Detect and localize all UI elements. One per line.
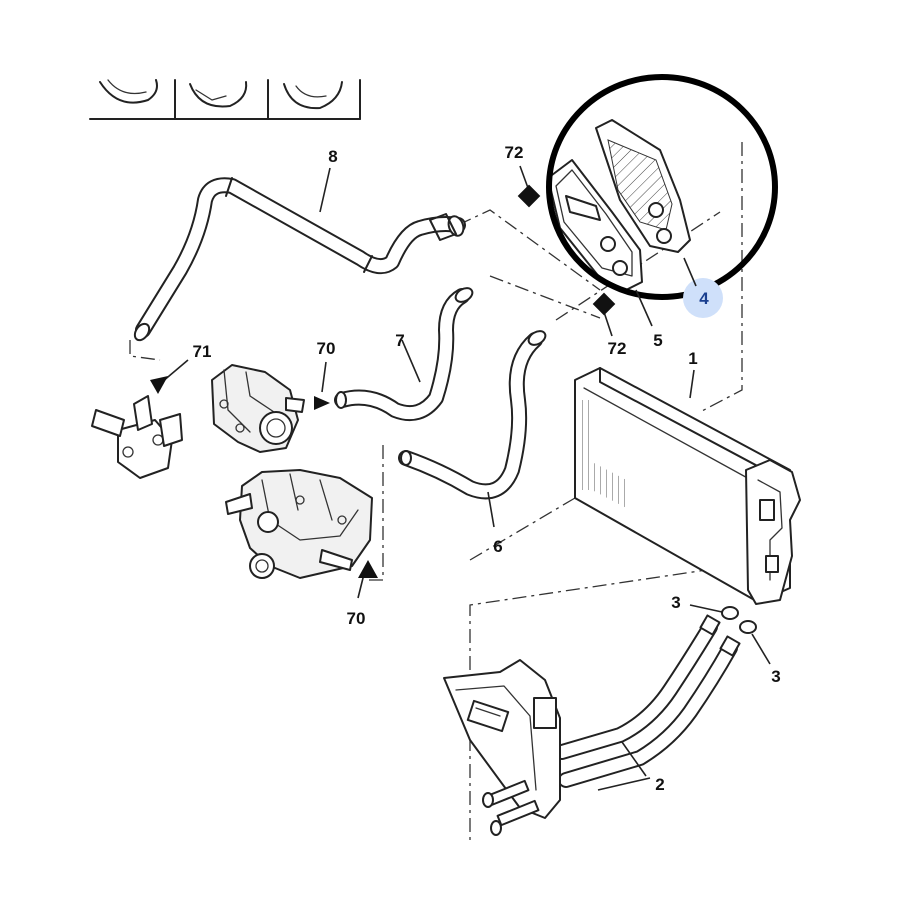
- hose-7: [334, 287, 474, 421]
- label-part-8: 8: [328, 147, 337, 166]
- bolts: [482, 779, 540, 836]
- label-part-1: 1: [688, 349, 697, 368]
- label-part-3-top: 3: [671, 593, 680, 612]
- gasket-5: [547, 159, 643, 291]
- label-part-70-upper: 70: [317, 339, 336, 358]
- label-part-5: 5: [653, 331, 662, 350]
- hose-8: [133, 177, 466, 342]
- label-part-7: 7: [395, 331, 404, 350]
- arrow-70-upper: [314, 396, 330, 410]
- coolant-outlet-71: [91, 395, 183, 479]
- assembly-lines: [129, 142, 743, 840]
- arrow-70-lower: [358, 560, 378, 578]
- arrow-71: [150, 376, 168, 394]
- o-rings-3: [721, 606, 757, 634]
- pipe-assembly-2: [443, 614, 741, 836]
- label-part-72-lower: 72: [608, 339, 627, 358]
- hose-6: [398, 330, 547, 500]
- label-part-4: 4: [699, 289, 709, 308]
- label-4-highlight: [683, 278, 723, 318]
- label-part-70-lower: 70: [347, 609, 366, 628]
- label-part-6: 6: [493, 537, 502, 556]
- engine-housing: [225, 469, 373, 579]
- marker-72-upper: [517, 184, 541, 208]
- label-part-72-upper: 72: [505, 143, 524, 162]
- heater-matrix-1: [574, 367, 801, 605]
- label-part-3-right: 3: [771, 667, 780, 686]
- gasket-4: [595, 119, 691, 253]
- callout-circle: [546, 74, 778, 300]
- label-part-71: 71: [193, 342, 212, 361]
- leaders: [150, 165, 771, 791]
- part-labels: 1 2 3 3 4 5 6 7 8 70 70 71 72 72: [193, 143, 781, 794]
- inset-frame: [89, 79, 361, 120]
- label-part-2: 2: [655, 775, 664, 794]
- thermostat-housing: [211, 364, 305, 453]
- marker-72-lower: [592, 292, 616, 316]
